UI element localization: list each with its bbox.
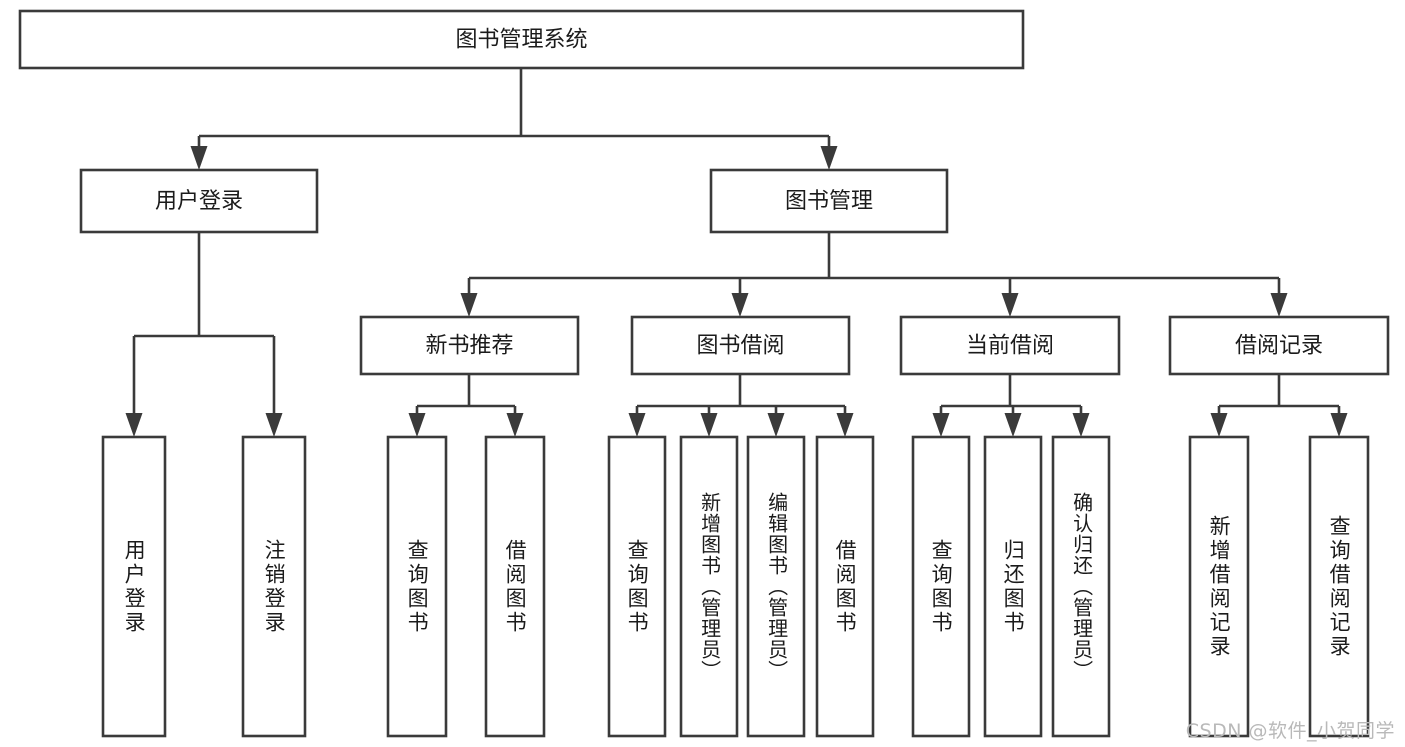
node-book-borrow-label: 图书借阅 [696, 334, 784, 359]
node-root-label: 图书管理系统 [455, 28, 587, 53]
node-leaf-borrow-book-1[interactable] [484, 435, 546, 738]
arrow-down-icon-level3-1 [460, 293, 478, 317]
arrow-down-icon-user-login-leaf-1 [125, 413, 143, 437]
arrow-down-icon-borrow-record-leaf-2 [1330, 413, 1348, 437]
node-borrow-record-label: 借阅记录 [1235, 334, 1323, 359]
box-layer [18, 9, 1390, 738]
node-leaf-borrow-book-2[interactable] [815, 435, 875, 738]
node-book-manage[interactable] [709, 168, 949, 234]
node-leaf-add-book-admin[interactable] [679, 435, 739, 738]
node-leaf-query-book-1[interactable] [386, 435, 448, 738]
arrow-down-icon-new-book-recommend-leaf-1 [408, 413, 426, 437]
node-leaf-add-borrow-record[interactable] [1188, 435, 1250, 738]
node-leaf-query-book-3[interactable] [911, 435, 971, 738]
node-leaf-query-borrow-record[interactable] [1308, 435, 1370, 738]
node-leaf-return-book[interactable] [983, 435, 1043, 738]
connector-layer [125, 68, 1348, 437]
arrow-down-icon-user-login-leaf-2 [265, 413, 283, 437]
arrow-down-icon-level3-2 [731, 293, 749, 317]
node-leaf-query-book-2[interactable] [607, 435, 667, 738]
node-user-login-label: 用户登录 [155, 189, 243, 214]
arrow-down-icon-current-borrow-leaf-2 [1004, 413, 1022, 437]
node-book-manage-label: 图书管理 [785, 189, 873, 214]
node-new-book-recommend[interactable] [359, 315, 580, 376]
node-book-borrow[interactable] [630, 315, 851, 376]
node-user-login[interactable] [79, 168, 319, 234]
arrow-down-icon-book-borrow-leaf-3 [767, 413, 785, 437]
arrow-down-icon-level3-3 [1001, 293, 1019, 317]
arrow-down-icon-book-borrow-leaf-2 [700, 413, 718, 437]
node-leaf-confirm-return-admin[interactable] [1051, 435, 1111, 738]
arrow-down-icon-current-borrow-leaf-3 [1072, 413, 1090, 437]
arrow-down-icon-level3-4 [1270, 293, 1288, 317]
arrow-down-icon-new-book-recommend-leaf-2 [506, 413, 524, 437]
arrow-down-icon-current-borrow-leaf-1 [932, 413, 950, 437]
node-leaf-user-login[interactable] [101, 435, 167, 738]
arrow-down-icon-borrow-record-leaf-1 [1210, 413, 1228, 437]
arrow-down-icon-level2-2 [820, 146, 838, 170]
node-leaf-edit-book-admin[interactable] [746, 435, 806, 738]
node-current-borrow-label: 当前借阅 [966, 334, 1054, 359]
arrow-down-icon-book-borrow-leaf-1 [628, 413, 646, 437]
node-current-borrow[interactable] [899, 315, 1121, 376]
node-leaf-user-logout[interactable] [241, 435, 307, 738]
arrow-down-icon-book-borrow-leaf-4 [836, 413, 854, 437]
node-root[interactable] [18, 9, 1025, 70]
node-borrow-record[interactable] [1168, 315, 1390, 376]
node-new-book-recommend-label: 新书推荐 [425, 334, 513, 359]
arrow-down-icon-level2-1 [190, 146, 208, 170]
